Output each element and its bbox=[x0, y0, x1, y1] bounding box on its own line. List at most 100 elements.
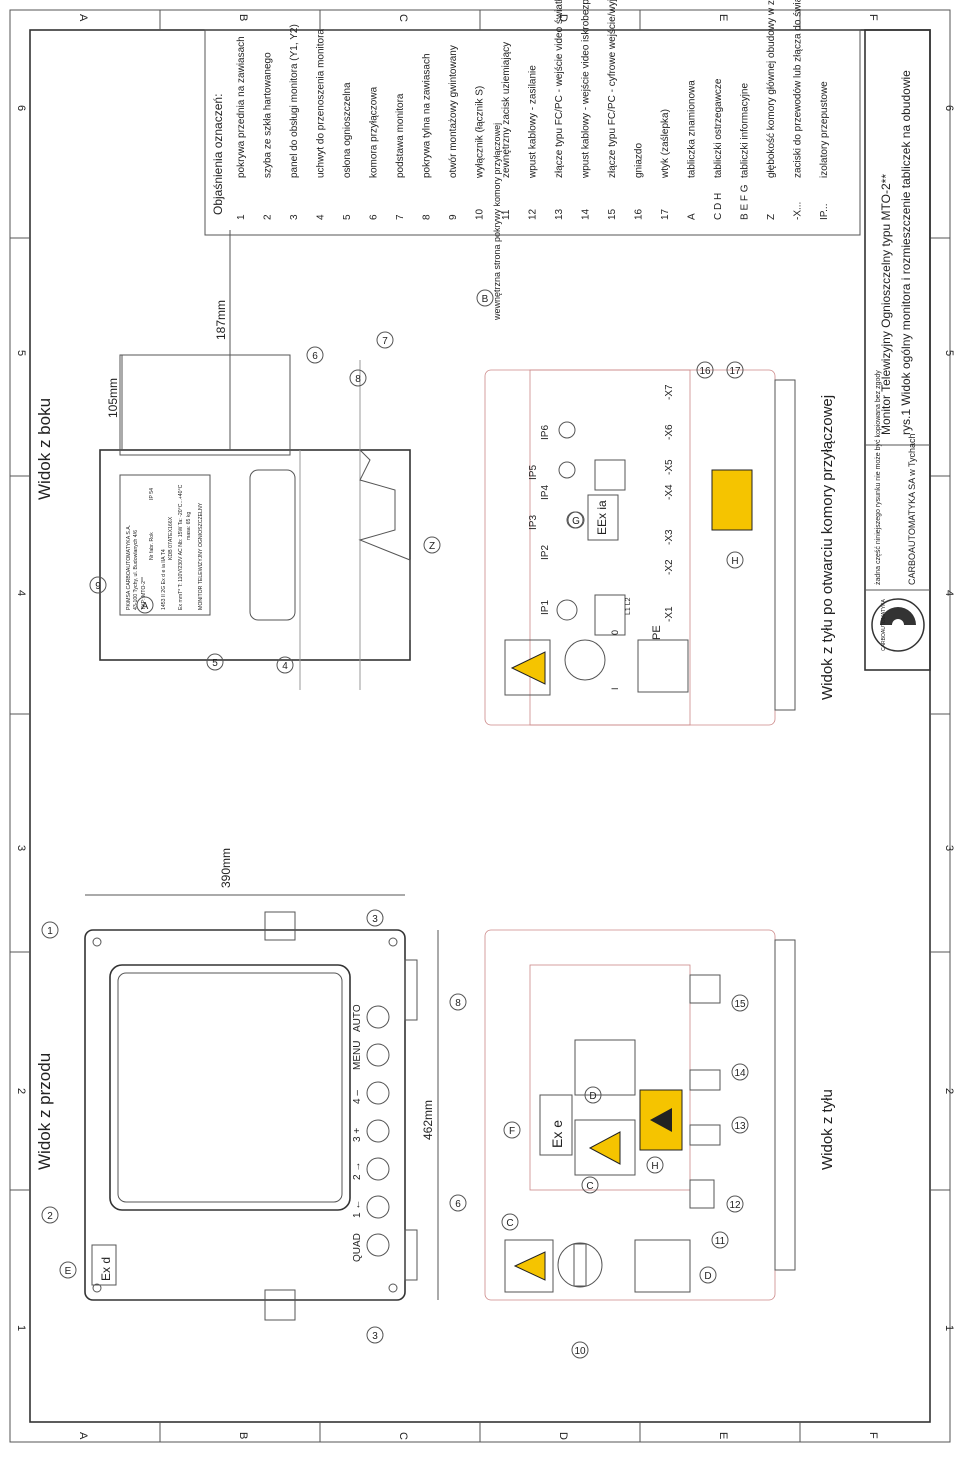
callout-12: 12 bbox=[726, 1195, 744, 1213]
panel-button-quad[interactable] bbox=[366, 1233, 390, 1257]
company-name: CARBOAUTOMATYKA SA w Tychach bbox=[907, 433, 917, 585]
legend-text: zaciski do przewodów lub złącza do świat… bbox=[793, 0, 804, 178]
svg-text:Z: Z bbox=[429, 541, 435, 552]
eex-ia-marking: EEx ia bbox=[595, 500, 609, 535]
legend-text: tabliczka znamionowa bbox=[687, 80, 698, 178]
frame-number-5-top: 5 bbox=[15, 350, 27, 356]
svg-text:11: 11 bbox=[715, 1236, 726, 1247]
frame-number-2-bottom: 2 bbox=[943, 1088, 955, 1094]
svg-text:6: 6 bbox=[312, 351, 318, 362]
callouts: 1 2 3 3 4 5 6 6 7 8 8 9 10 11 12 13 14 1… bbox=[41, 289, 749, 1359]
connector-x2-label: -X2 bbox=[664, 559, 675, 575]
panel-button-3[interactable] bbox=[366, 1119, 390, 1143]
svg-text:B: B bbox=[482, 294, 489, 305]
callout-2: 2 bbox=[41, 1206, 59, 1224]
side-base bbox=[358, 449, 411, 640]
frame-number-3-top: 3 bbox=[15, 845, 27, 851]
svg-text:H: H bbox=[731, 556, 738, 567]
switch-label-off: 0 bbox=[610, 630, 620, 635]
legend-key: 14 bbox=[581, 208, 592, 220]
frame-number-3-bottom: 3 bbox=[943, 845, 955, 851]
svg-text:F: F bbox=[509, 1126, 515, 1137]
rear-atex-label bbox=[574, 1039, 636, 1096]
front-hinge-top bbox=[264, 911, 296, 941]
svg-text:15: 15 bbox=[734, 999, 746, 1010]
legend-row: -X...zaciski do przewodów lub złącza do … bbox=[793, 0, 804, 220]
main-switch[interactable] bbox=[557, 1242, 603, 1288]
svg-text:H: H bbox=[651, 1161, 658, 1172]
legend-text: zewnętrzny zacisk uziemiający bbox=[501, 42, 512, 178]
callout-3-front: 3 bbox=[366, 1326, 384, 1344]
callout-11: 11 bbox=[711, 1231, 729, 1249]
drawing-subtitle: rys.1 Widok ogólny monitora i rozmieszcz… bbox=[899, 70, 913, 435]
legend-text: komora przyłączowa bbox=[369, 86, 380, 178]
legend-text: podstawa monitora bbox=[395, 93, 406, 178]
rear-open-view-title: Widok z tyłu po otwarciu komory przyłącz… bbox=[819, 395, 836, 700]
panel-button-auto[interactable] bbox=[366, 1005, 390, 1029]
legend-text: osłona ognioszczelna bbox=[342, 82, 353, 178]
svg-text:E: E bbox=[65, 1266, 72, 1277]
callout-e: E bbox=[59, 1261, 77, 1279]
rear-warning-label-2 bbox=[504, 1239, 554, 1293]
svg-text:1: 1 bbox=[47, 926, 53, 937]
nameplate-line-5: IP 54 bbox=[149, 488, 155, 500]
front-glass-outer bbox=[109, 964, 351, 1211]
frame-letter-f-left: F bbox=[867, 1432, 879, 1439]
legend-key: 5 bbox=[342, 214, 353, 220]
legend-text: izolatory przepustowe bbox=[819, 81, 830, 178]
ip4-label: IP4 bbox=[540, 485, 551, 500]
svg-text:3: 3 bbox=[372, 1331, 378, 1342]
nameplate-frame bbox=[119, 474, 211, 616]
frame-letter-a-right: A bbox=[77, 14, 89, 22]
rear-open-view: Widok z tyłu po otwarciu komory przyłącz… bbox=[484, 123, 836, 726]
callout-17: 17 bbox=[726, 361, 744, 379]
callout-16: 16 bbox=[696, 361, 714, 379]
frame-number-6-top: 6 bbox=[15, 105, 27, 111]
logo-text: CARBOAUTOMATYKA bbox=[881, 598, 887, 650]
legend-key: 15 bbox=[607, 208, 618, 220]
power-terminals bbox=[594, 594, 626, 636]
legend-key: 11 bbox=[501, 209, 512, 220]
connector-x4-label: -X4 bbox=[664, 484, 675, 500]
ip1-label: IP1 bbox=[540, 600, 551, 615]
nameplate-line-10: MONITOR TELEWIZYJNY OGNIOSZCZELNY bbox=[198, 502, 204, 610]
rear-connectors bbox=[689, 974, 721, 1209]
open-main-switch[interactable] bbox=[564, 639, 606, 681]
callout-z: Z bbox=[423, 536, 441, 554]
legend-title: Objaśnienia oznaczeń: bbox=[211, 94, 225, 215]
legend-key: 1 bbox=[236, 214, 247, 220]
switch-label-on: I bbox=[610, 687, 620, 690]
frame-number-6-bottom: 6 bbox=[943, 105, 955, 111]
svg-text:C: C bbox=[506, 1218, 513, 1229]
legend-key: 7 bbox=[395, 214, 406, 220]
callout-8-front: 8 bbox=[449, 993, 467, 1011]
panel-button-4[interactable] bbox=[366, 1081, 390, 1105]
panel-label-3: 3 + bbox=[352, 1128, 363, 1142]
terminal-labels: L1 L2 bbox=[625, 597, 632, 615]
panel-button-menu[interactable] bbox=[366, 1043, 390, 1067]
panel-button-1[interactable] bbox=[366, 1195, 390, 1219]
legend-box bbox=[204, 29, 861, 236]
callout-14: 14 bbox=[731, 1063, 749, 1081]
cable-gland-12 bbox=[689, 1179, 715, 1209]
frame-number-5-bottom: 5 bbox=[943, 350, 955, 356]
panel-button-2[interactable] bbox=[366, 1157, 390, 1181]
ip5-label: IP5 bbox=[528, 465, 539, 480]
legend-text: wtyk (zaślepka) bbox=[660, 109, 671, 179]
callout-4: 4 bbox=[276, 656, 294, 674]
frame-letter-c-right: C bbox=[397, 14, 409, 22]
title-block: CARBOAUTOMATYKA żadna część niniejszego … bbox=[864, 29, 931, 671]
insulator-ip4 bbox=[558, 461, 576, 479]
high-voltage-icon bbox=[513, 1251, 546, 1281]
